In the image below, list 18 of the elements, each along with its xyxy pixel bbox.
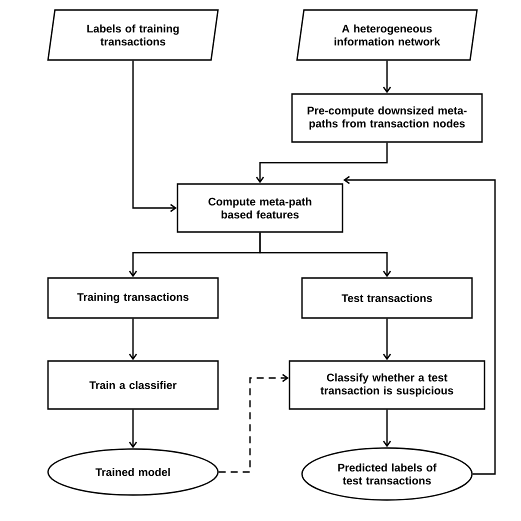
arrow bbox=[382, 60, 392, 94]
arrow bbox=[128, 410, 138, 448]
arrow bbox=[259, 232, 392, 278]
process-box: Classify whether a test transaction is suspicious bbox=[288, 360, 486, 410]
arrow bbox=[382, 318, 392, 360]
input-parallelogram: Labels of training transactions bbox=[47, 9, 219, 61]
arrow bbox=[128, 318, 138, 360]
process-box: Compute meta-path based features bbox=[176, 183, 344, 233]
process-box: Training transactions bbox=[47, 277, 219, 319]
arrow bbox=[132, 60, 177, 212]
process-box: Pre-compute downsized meta-paths from transaction nodes bbox=[291, 93, 483, 143]
arrow bbox=[218, 374, 289, 473]
arrow bbox=[343, 176, 496, 475]
input-parallelogram: A heterogeneous information network bbox=[296, 9, 478, 61]
arrow bbox=[256, 142, 388, 184]
process-box: Test transactions bbox=[301, 277, 473, 319]
arrow bbox=[382, 410, 392, 448]
process-box: Train a classifier bbox=[47, 360, 219, 410]
